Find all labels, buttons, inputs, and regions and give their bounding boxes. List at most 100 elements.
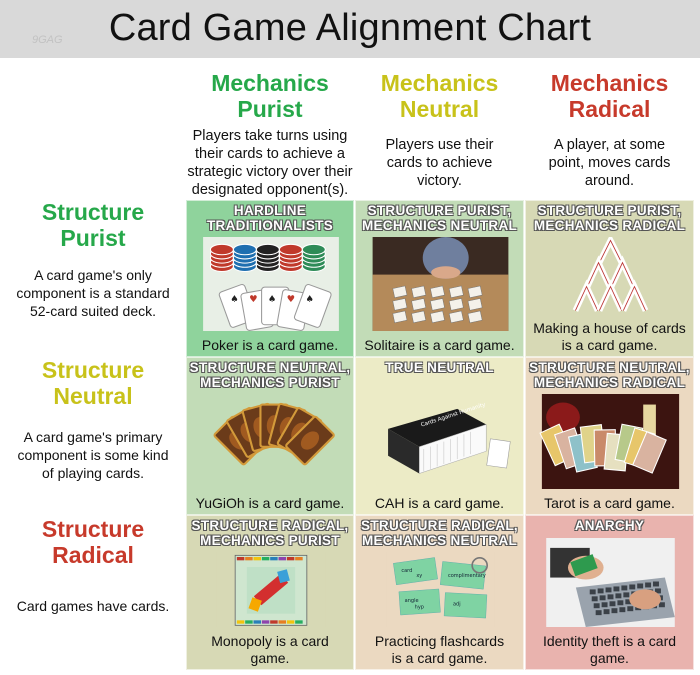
column-description-line: Players use their xyxy=(385,137,494,153)
row-description-line: component is a standard xyxy=(16,285,170,301)
cell-caption-line: is a card game. xyxy=(391,650,488,666)
row-description-line: Card games have cards. xyxy=(16,598,170,614)
cell-label-line: TRADITIONALISTS xyxy=(207,218,333,233)
column-description-line: their cards to achieve a xyxy=(195,146,345,162)
cell-label: TRUE NEUTRAL xyxy=(356,360,523,375)
cell-label: STRUCTURE PURIST,MECHANICS RADICAL xyxy=(526,203,693,233)
row-header-line: Neutral xyxy=(53,383,133,409)
poker-chips-cards-image: ♠ ♥ ♠ ♥ ♠ xyxy=(203,237,339,331)
alignment-cell: STRUCTURE RADICAL,MECHANICS PURIST Monopo… xyxy=(186,515,354,670)
cell-label-line: MECHANICS RADICAL xyxy=(533,375,686,390)
svg-text:♥: ♥ xyxy=(287,294,295,305)
cell-label-line: TRUE NEUTRAL xyxy=(385,360,494,375)
column-description-line: designated opponent(s). xyxy=(191,182,349,198)
row-description-line: 52-card suited deck. xyxy=(29,303,157,319)
cell-label: STRUCTURE NEUTRAL,MECHANICS PURIST xyxy=(187,360,353,390)
cell-caption-line: Poker is a card game. xyxy=(201,337,339,353)
row-header-line: Structure xyxy=(41,516,145,542)
cell-caption-line: Making a house of cards xyxy=(533,320,686,336)
cell-caption-line: Identity theft is a card xyxy=(542,633,677,649)
row-description: A card game's only component is a standar… xyxy=(0,266,186,320)
row-description: Card games have cards. xyxy=(0,597,186,615)
svg-text:♥: ♥ xyxy=(249,294,257,305)
row-header-line: Purist xyxy=(60,225,126,251)
cell-label-line: STRUCTURE RADICAL, xyxy=(361,518,518,533)
column-header-line: Radical xyxy=(568,96,651,122)
column-description-line: around. xyxy=(584,173,635,189)
column-description-line: victory. xyxy=(417,173,462,189)
cards-against-humanity-box-image: Cards Against Humanity xyxy=(368,384,513,485)
cell-caption-line: Monopoly is a card xyxy=(211,633,329,649)
svg-text:♠: ♠ xyxy=(230,294,238,305)
column-description-line: point, moves cards xyxy=(548,155,671,171)
cell-label: STRUCTURE NEUTRAL,MECHANICS RADICAL xyxy=(526,360,693,390)
cell-caption-line: is a card game. xyxy=(561,337,658,353)
svg-text:card: card xyxy=(401,568,412,574)
cell-caption: Tarot is a card game. xyxy=(526,495,693,512)
row-header-line: Structure xyxy=(41,357,145,383)
cell-caption: Poker is a card game. xyxy=(187,337,353,354)
cell-label: STRUCTURE RADICAL,MECHANICS NEUTRAL xyxy=(356,518,523,548)
solitaire-table-image xyxy=(372,237,509,331)
svg-text:♠: ♠ xyxy=(305,294,313,305)
row-description-line: component is some kind xyxy=(17,447,169,463)
row-description: A card game's primary component is some k… xyxy=(0,428,186,482)
cell-label-line: STRUCTURE NEUTRAL, xyxy=(189,360,351,375)
cell-label: STRUCTURE RADICAL,MECHANICS PURIST xyxy=(187,518,353,548)
cell-label-line: MECHANICS PURIST xyxy=(200,375,340,390)
svg-text:xy: xy xyxy=(416,573,422,579)
svg-text:complimentary: complimentary xyxy=(448,573,486,579)
cell-label-line: HARDLINE xyxy=(233,203,307,218)
cell-caption-line: Solitaire is a card game. xyxy=(364,337,515,353)
cell-label: ANARCHY xyxy=(526,518,693,533)
svg-text:♠: ♠ xyxy=(268,294,276,305)
row-description-line: A card game's only xyxy=(34,267,152,283)
cell-caption-line: Tarot is a card game. xyxy=(544,495,675,511)
column-description-line: cards to achieve xyxy=(386,155,493,171)
cell-label-line: ANARCHY xyxy=(574,518,645,533)
cell-caption-line: game. xyxy=(590,650,629,666)
monopoly-board-image xyxy=(216,552,326,627)
row-description-line: A card game's primary xyxy=(23,429,163,445)
cell-label-line: MECHANICS NEUTRAL xyxy=(361,533,518,548)
cell-label-line: MECHANICS RADICAL xyxy=(533,218,686,233)
svg-text:adj: adj xyxy=(453,601,461,607)
credit-card-laptop-image xyxy=(546,538,675,627)
column-header-line: Neutral xyxy=(399,96,480,122)
cell-label-line: STRUCTURE PURIST, xyxy=(537,203,682,218)
alignment-cell: STRUCTURE NEUTRAL,MECHANICS RADICAL Tarot… xyxy=(525,357,694,515)
cell-label-line: STRUCTURE PURIST, xyxy=(367,203,512,218)
watermark: 9GAG xyxy=(32,34,63,46)
column-description: Players take turns using their cards to a… xyxy=(178,127,362,199)
cell-caption: CAH is a card game. xyxy=(356,495,523,512)
column-description-line: strategic victory over their xyxy=(187,164,353,180)
chart-title: Card Game Alignment Chart xyxy=(108,7,592,49)
tarot-cards-image xyxy=(539,394,680,489)
cell-caption-line: YuGiOh is a card game. xyxy=(195,495,345,511)
column-description-line: Players take turns using xyxy=(192,128,348,144)
cell-label-line: STRUCTURE RADICAL, xyxy=(191,518,349,533)
cell-caption-line: CAH is a card game. xyxy=(374,495,505,511)
title-bar: 9GAG xyxy=(0,0,700,58)
column-header-line: Mechanics xyxy=(211,70,329,96)
row-description-line: of playing cards. xyxy=(42,465,144,481)
alignment-cell: STRUCTURE PURIST,MECHANICS RADICAL Making… xyxy=(525,200,694,357)
column-description: Players use their cards to achieve victory… xyxy=(347,136,532,190)
cell-caption: Solitaire is a card game. xyxy=(356,337,523,354)
